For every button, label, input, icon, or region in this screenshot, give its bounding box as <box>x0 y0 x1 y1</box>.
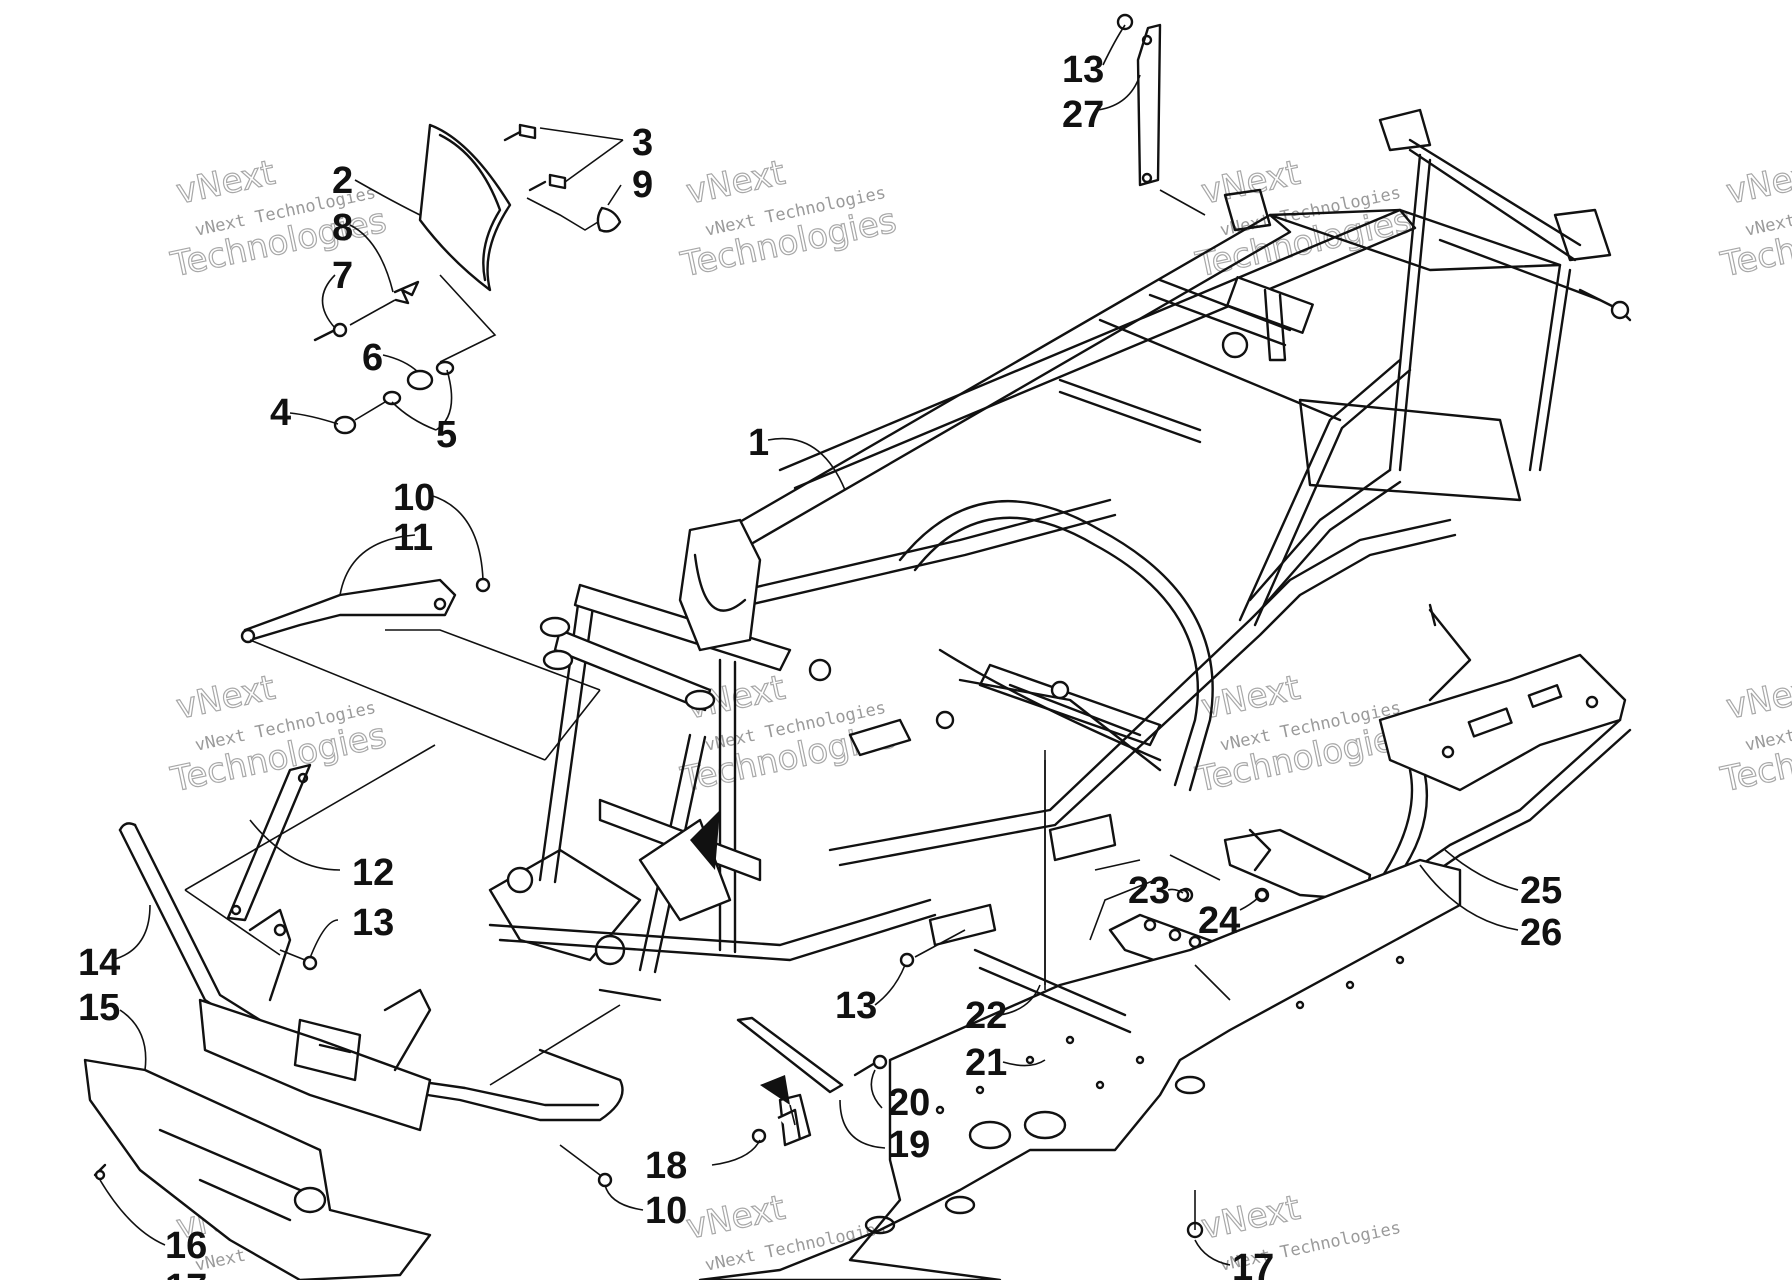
svg-text:vNext: vNext <box>1198 1188 1303 1248</box>
callout-13: 13 <box>835 985 877 1027</box>
svg-text:vNext: vNext <box>173 153 278 213</box>
callout-3: 3 <box>632 122 653 164</box>
brace-11 <box>240 577 601 761</box>
callout-4: 4 <box>270 392 291 434</box>
callout-8: 8 <box>332 207 353 249</box>
callout-19: 19 <box>888 1124 930 1166</box>
callout-5: 5 <box>436 414 457 456</box>
svg-text:vNext: vNext <box>1198 153 1303 213</box>
callout-24: 24 <box>1198 900 1240 942</box>
callout-17: 17 <box>1232 1247 1274 1280</box>
callout-13: 13 <box>352 902 394 944</box>
strap-27 <box>1116 13 1206 216</box>
main-frame <box>488 108 1632 1002</box>
callout-15: 15 <box>78 987 120 1029</box>
callout-1: 1 <box>748 422 769 464</box>
callout-21: 21 <box>965 1042 1007 1084</box>
callout-20: 20 <box>888 1082 930 1124</box>
callout-6: 6 <box>362 337 383 379</box>
callout-9: 9 <box>632 164 653 206</box>
svg-text:vNext: vNext <box>173 668 278 728</box>
svg-text:vNext: vNext <box>1723 153 1792 213</box>
svg-text:vNext: vNext <box>1723 668 1792 728</box>
callout-16: 16 <box>165 1225 207 1267</box>
watermark-tile: vNext vNext Technologies Technologies <box>676 152 900 286</box>
leader-lines <box>99 24 1519 1266</box>
watermark-tile: vNext vNext Technologies Technologies <box>1191 667 1415 801</box>
lower-skid-plate-21 <box>698 858 1462 1280</box>
skid-plate-22 <box>973 750 1132 1034</box>
skid-plate-15 <box>83 1058 432 1280</box>
callout-2: 2 <box>332 160 353 202</box>
watermark-tile: vNext vNext Technologies <box>1197 1187 1402 1276</box>
watermark-tile: vNext vNext Technologies Technologies <box>1716 152 1792 286</box>
callout-18: 18 <box>645 1145 687 1187</box>
watermark-tile: vNext vNext Technologies Technologies <box>1191 152 1415 286</box>
callout-26: 26 <box>1520 912 1562 954</box>
svg-text:vNext: vNext <box>683 153 788 213</box>
watermark-tile: vNext vNext Technologies Technologies <box>166 667 390 801</box>
watermark-tile: vNext vNext Technologies Technologies <box>166 152 390 286</box>
callout-7: 7 <box>332 255 353 297</box>
bracket-19 <box>736 1016 888 1147</box>
callout-25: 25 <box>1520 870 1562 912</box>
callout-13: 13 <box>1062 49 1104 91</box>
callout-12: 12 <box>352 852 394 894</box>
callout-27: 27 <box>1062 94 1104 136</box>
strap-12 <box>184 744 436 956</box>
headlight-assembly <box>313 123 622 435</box>
callouts: 13 27 3 2 9 8 7 6 4 5 1 10 11 12 13 14 1… <box>78 49 1562 1280</box>
callout-14: 14 <box>78 942 120 984</box>
callout-22: 22 <box>965 995 1007 1037</box>
watermark-tile: vNext vNext Technologies Technologies <box>1716 667 1792 801</box>
svg-text:vNext: vNext <box>683 1188 788 1248</box>
callout-17: 17 <box>165 1267 207 1280</box>
callout-10: 10 <box>393 477 435 519</box>
callout-11: 11 <box>393 517 433 559</box>
small-hardware <box>94 888 1269 1239</box>
callout-23: 23 <box>1128 870 1170 912</box>
callout-10: 10 <box>645 1190 687 1232</box>
front-bumper-14 <box>118 822 624 1132</box>
